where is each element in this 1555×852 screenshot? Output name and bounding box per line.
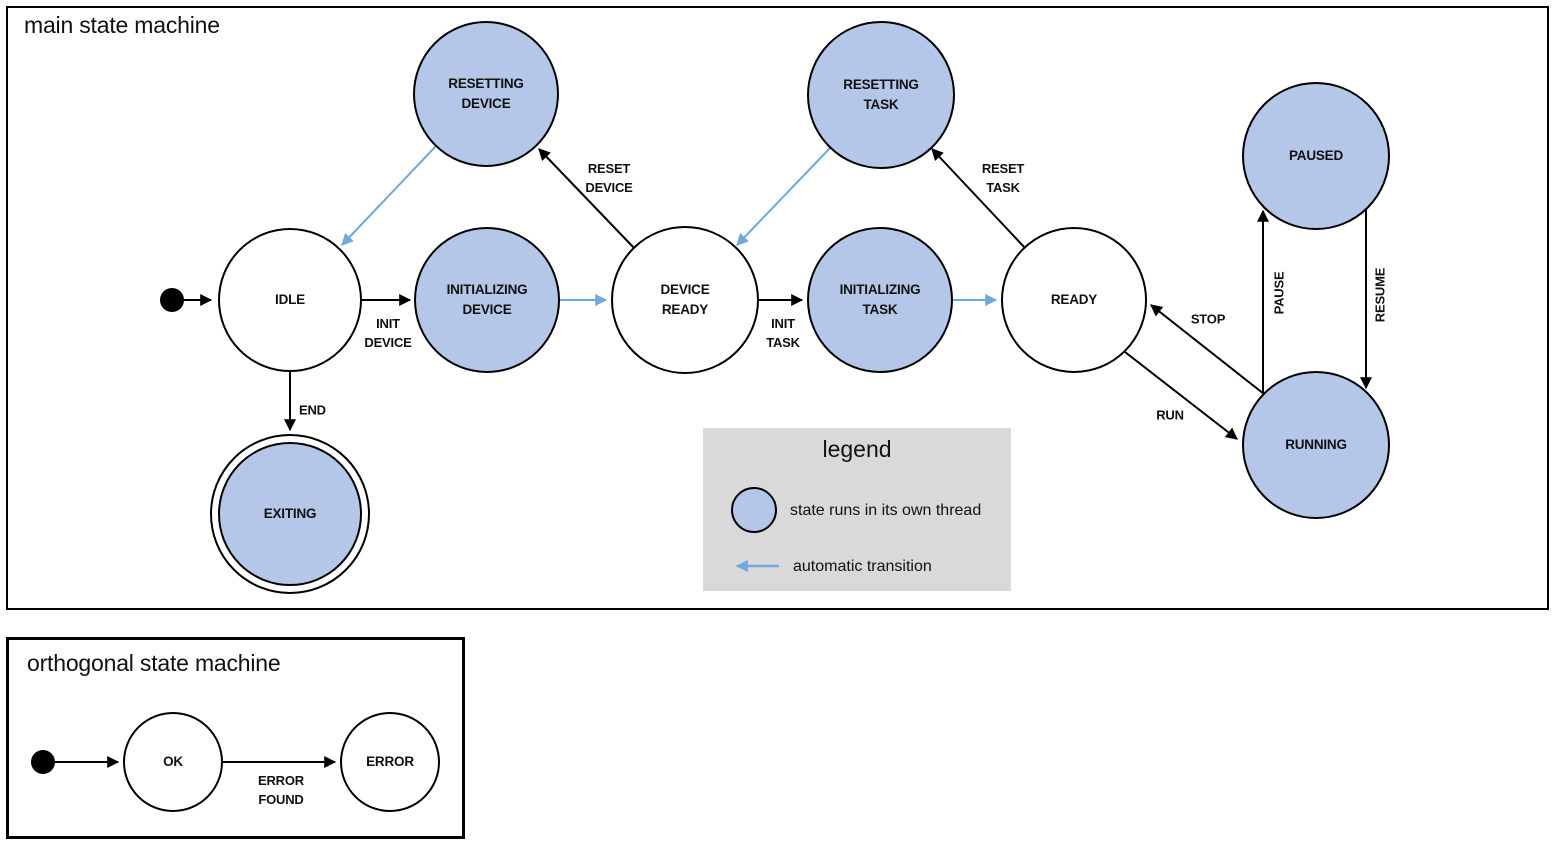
state-initializing-device [414, 227, 560, 373]
transition-running-to-ready [1150, 304, 1265, 395]
main-machine-title: main state machine [24, 12, 220, 38]
state-resetting-device [413, 21, 559, 167]
state-running [1242, 371, 1390, 519]
ortho-initial-dot [31, 750, 55, 774]
state-error [340, 712, 440, 812]
state-idle [218, 228, 362, 372]
state-paused [1242, 82, 1390, 230]
orthogonal-machine-title: orthogonal state machine [27, 650, 281, 676]
legend-auto-label: automatic transition [793, 558, 932, 575]
state-initializing-task [807, 227, 953, 373]
auto-transition-resetting-task-to-device-ready [736, 146, 832, 246]
state-ready [1001, 227, 1147, 373]
transition-device-ready-to-resetting-device [538, 148, 636, 250]
auto-transition-resetting-device-to-idle [341, 145, 437, 246]
orthogonal-machine-frame [6, 637, 465, 839]
main-machine-frame [6, 6, 1549, 610]
state-resetting-task [807, 21, 955, 169]
state-ok [123, 712, 223, 812]
legend-thread-state-icon [731, 487, 777, 533]
state-exiting [218, 442, 362, 586]
legend-title: legend [822, 436, 892, 462]
main-initial-dot [160, 288, 184, 312]
legend-thread-label: state runs in its own thread [790, 502, 982, 519]
state-device-ready [611, 226, 759, 374]
transition-ready-to-running [1124, 351, 1238, 440]
transition-ready-to-resetting-task [931, 148, 1027, 250]
